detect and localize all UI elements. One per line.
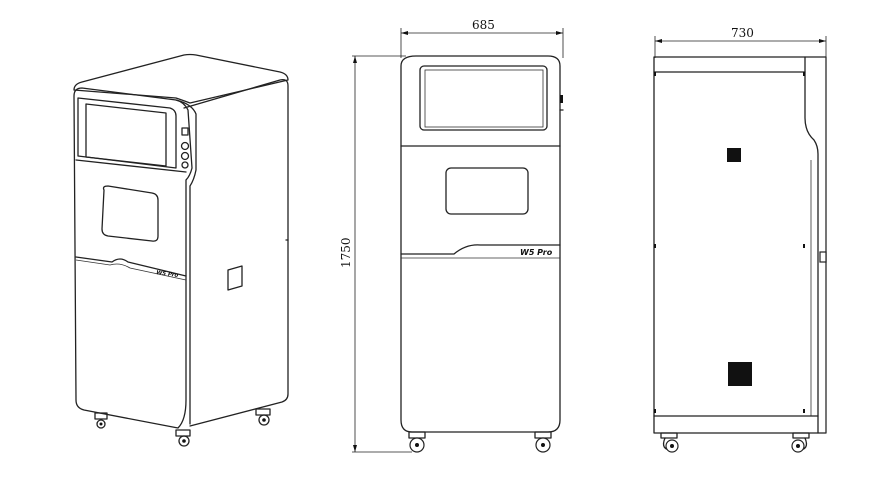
front-screen xyxy=(424,69,544,128)
side-depth-dimension: 730 xyxy=(654,26,827,58)
iso-door-split-lower xyxy=(75,259,187,281)
front-door-split xyxy=(400,244,561,255)
iso-caster-front-left xyxy=(94,412,108,429)
iso-knob-1 xyxy=(180,141,190,151)
side-mark-1 xyxy=(654,244,656,248)
front-side-control xyxy=(560,95,563,103)
front-caster-left xyxy=(408,431,426,453)
front-width-dimension: 685 xyxy=(400,18,564,58)
height-value: 1750 xyxy=(339,237,353,268)
iso-side-access-panel xyxy=(227,265,243,291)
iso-door-split xyxy=(75,256,187,277)
front-caster-right xyxy=(534,431,552,453)
iso-top-face xyxy=(73,53,289,104)
side-caster-right xyxy=(791,432,810,453)
iso-power-button xyxy=(181,127,189,136)
iso-knob-3 xyxy=(181,161,189,169)
iso-model-label: W5 Pro xyxy=(156,270,179,279)
side-mark-2 xyxy=(654,409,656,413)
side-mark-4 xyxy=(803,244,805,248)
side-lower-vent xyxy=(728,362,752,386)
iso-upper-divider xyxy=(75,159,187,173)
side-view: 730 xyxy=(653,26,827,453)
side-mark-3 xyxy=(803,409,805,413)
isometric-view: W5 Pro xyxy=(73,53,289,447)
iso-window xyxy=(101,185,159,242)
iso-caster-back-right xyxy=(255,408,271,426)
front-window xyxy=(445,167,529,215)
front-body xyxy=(400,55,561,433)
side-upper-vent xyxy=(727,148,741,162)
side-front-profile xyxy=(804,56,819,434)
iso-knob-2 xyxy=(180,151,190,161)
iso-screen xyxy=(85,103,167,167)
front-model-label: W5 Pro xyxy=(520,248,553,257)
iso-side-face xyxy=(183,78,289,427)
side-mark-6 xyxy=(803,72,805,76)
iso-corner-edge xyxy=(175,99,197,425)
front-view: 685 1750 W5 Pro xyxy=(339,18,564,453)
iso-front-face xyxy=(73,87,193,429)
front-height-dimension: 1750 xyxy=(339,55,412,453)
side-latch xyxy=(819,251,827,263)
front-screen-frame xyxy=(419,65,548,131)
iso-caster-front-right xyxy=(175,429,191,447)
width-value: 685 xyxy=(472,18,495,32)
side-caster-left xyxy=(660,432,679,453)
depth-value: 730 xyxy=(731,26,754,40)
iso-screen-frame xyxy=(77,97,177,169)
side-mark-5 xyxy=(654,72,656,76)
